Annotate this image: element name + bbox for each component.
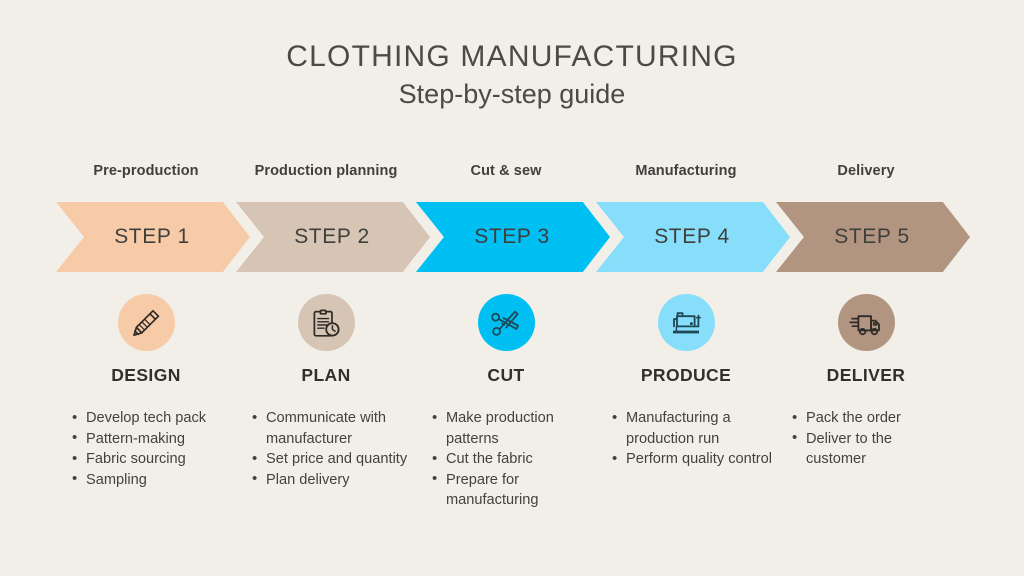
chevron-label-step-5: STEP 5 xyxy=(834,225,910,248)
chevron-step-5[interactable]: STEP 5 xyxy=(776,202,970,272)
phase-label-delivery: Delivery xyxy=(837,163,895,179)
clipboard-clock-icon-circle xyxy=(297,294,355,351)
bullet-list-deliver: Pack the orderDeliver to the customer xyxy=(776,408,956,511)
chevron-step-2[interactable]: STEP 2 xyxy=(236,202,430,272)
phase-label-cell: Pre-production xyxy=(56,163,236,179)
bullet-list: Pack the orderDeliver to the customer xyxy=(790,408,952,470)
chevron-shape xyxy=(416,202,610,272)
bullet-item: Cut the fabric xyxy=(430,449,592,470)
bullet-item: Manufacturing a production run xyxy=(610,408,772,449)
bullet-list: Manufacturing a production runPerform qu… xyxy=(610,408,772,470)
sewing-machine-icon-circle xyxy=(657,294,715,351)
title-block: CLOTHING MANUFACTURING Step-by-step guid… xyxy=(0,38,1024,112)
bullet-item: Pack the order xyxy=(790,408,952,429)
bullet-list: Develop tech packPattern-makingFabric so… xyxy=(70,408,232,490)
chevron-shape xyxy=(236,202,430,272)
bullet-item: Prepare for manufacturing xyxy=(430,469,592,511)
bullet-item: Communicate with manufacturer xyxy=(250,408,412,449)
heading-cell: DESIGN xyxy=(56,365,236,386)
bullet-list: Communicate with manufacturerSet price a… xyxy=(250,408,412,490)
delivery-truck-icon xyxy=(849,314,880,335)
heading-cut: CUT xyxy=(487,365,525,385)
heading-cell: PRODUCE xyxy=(596,365,776,386)
clipboard-clock-icon xyxy=(313,309,340,337)
heading-design: DESIGN xyxy=(111,365,181,385)
bullet-item: Sampling xyxy=(70,469,232,491)
heading-deliver: DELIVER xyxy=(826,365,906,385)
heading-plan: PLAN xyxy=(301,365,351,385)
phase-label-cut-and-sew: Cut & sew xyxy=(470,163,542,179)
pencil-icon xyxy=(133,309,160,336)
bullet-list-produce: Manufacturing a production runPerform qu… xyxy=(596,408,776,511)
phase-label-cell: Manufacturing xyxy=(596,163,776,179)
chevron-label-step-2: STEP 2 xyxy=(294,225,370,248)
bullet-item: Perform quality control xyxy=(610,449,772,470)
chevron-shape xyxy=(596,202,790,272)
chevron-shape xyxy=(776,202,970,272)
bullet-item: Deliver to the customer xyxy=(790,428,952,470)
chevron-label-step-1: STEP 1 xyxy=(114,225,190,248)
bullet-item: Pattern-making xyxy=(70,428,232,450)
heading-cell: DELIVER xyxy=(776,365,956,386)
chevron-shape xyxy=(56,202,250,272)
heading-row: DESIGN PLAN CUT PRODUCE DELIVER xyxy=(56,365,968,386)
bullet-list-cut: Make production patternsCut the fabricPr… xyxy=(416,408,596,511)
icon-cell-design xyxy=(56,294,236,351)
heading-produce: PRODUCE xyxy=(640,365,732,385)
heading-cell: CUT xyxy=(416,365,596,386)
bullet-item: Set price and quantity xyxy=(250,449,412,470)
delivery-truck-icon-circle xyxy=(837,294,895,351)
page-title: CLOTHING MANUFACTURING xyxy=(286,40,738,73)
chevron-row: STEP 1 STEP 2 STEP 3 STEP 4 STEP 5 xyxy=(56,202,970,272)
phase-label-pre-production: Pre-production xyxy=(93,163,199,179)
icon-cell-cut xyxy=(416,294,596,351)
heading-cell: PLAN xyxy=(236,365,416,386)
bullet-item: Plan delivery xyxy=(250,469,412,491)
phase-label-cell: Cut & sew xyxy=(416,163,596,179)
icon-row xyxy=(56,294,968,351)
bullet-item: Fabric sourcing xyxy=(70,449,232,470)
bullet-lists-row: Develop tech packPattern-makingFabric so… xyxy=(56,408,968,511)
phase-label-cell: Delivery xyxy=(776,163,956,179)
bullet-item: Develop tech pack xyxy=(70,408,232,429)
bullet-list-design: Develop tech packPattern-makingFabric so… xyxy=(56,408,236,511)
chevron-step-3[interactable]: STEP 3 xyxy=(416,202,610,272)
icon-cell-plan xyxy=(236,294,416,351)
scissors-icon xyxy=(491,310,519,336)
bullet-list: Make production patternsCut the fabricPr… xyxy=(430,408,592,511)
chevron-label-step-3: STEP 3 xyxy=(474,225,550,248)
page-subtitle: Step-by-step guide xyxy=(398,79,626,110)
icon-cell-deliver xyxy=(776,294,956,351)
chevron-label-step-4: STEP 4 xyxy=(654,225,730,248)
phase-label-manufacturing: Manufacturing xyxy=(635,163,737,179)
bullet-item: Make production patterns xyxy=(430,408,592,449)
phase-label-row: Pre-production Production planning Cut &… xyxy=(56,163,968,179)
phase-label-cell: Production planning xyxy=(236,163,416,179)
pencil-icon-circle xyxy=(117,294,175,351)
bullet-list-plan: Communicate with manufacturerSet price a… xyxy=(236,408,416,511)
scissors-icon-circle xyxy=(477,294,535,351)
phase-label-production-planning: Production planning xyxy=(254,163,398,179)
chevron-step-1[interactable]: STEP 1 xyxy=(56,202,250,272)
icon-cell-produce xyxy=(596,294,776,351)
chevron-step-4[interactable]: STEP 4 xyxy=(596,202,790,272)
sewing-machine-icon xyxy=(673,311,701,333)
